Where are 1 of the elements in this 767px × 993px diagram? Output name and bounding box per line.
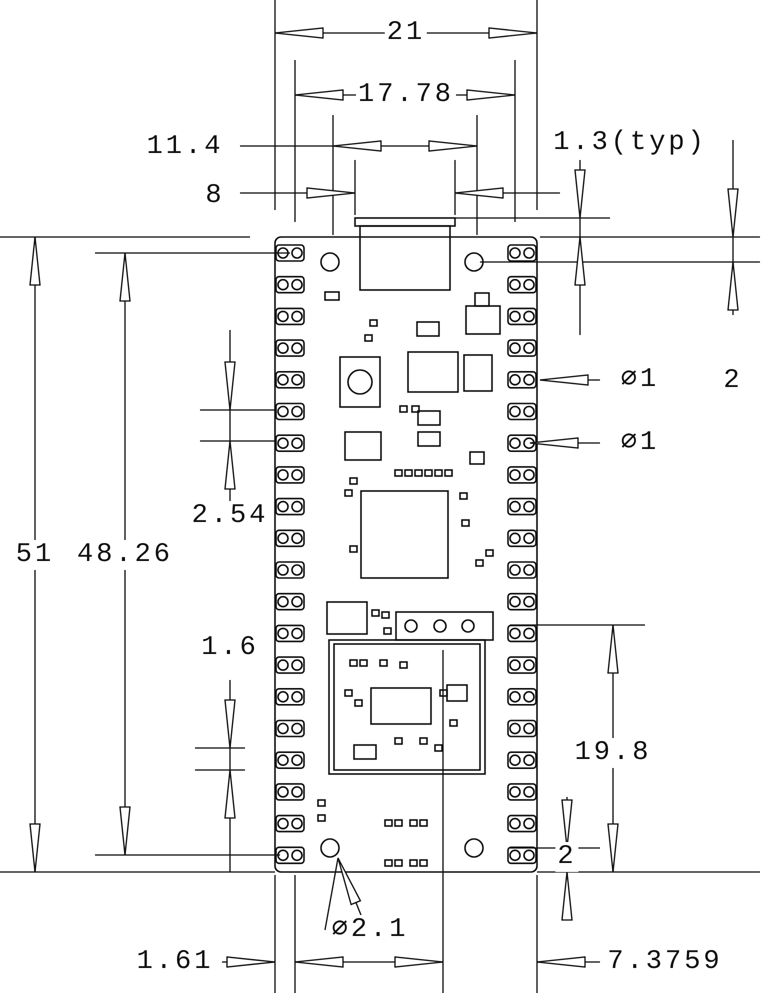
dimension-value: 2 [555, 842, 579, 872]
